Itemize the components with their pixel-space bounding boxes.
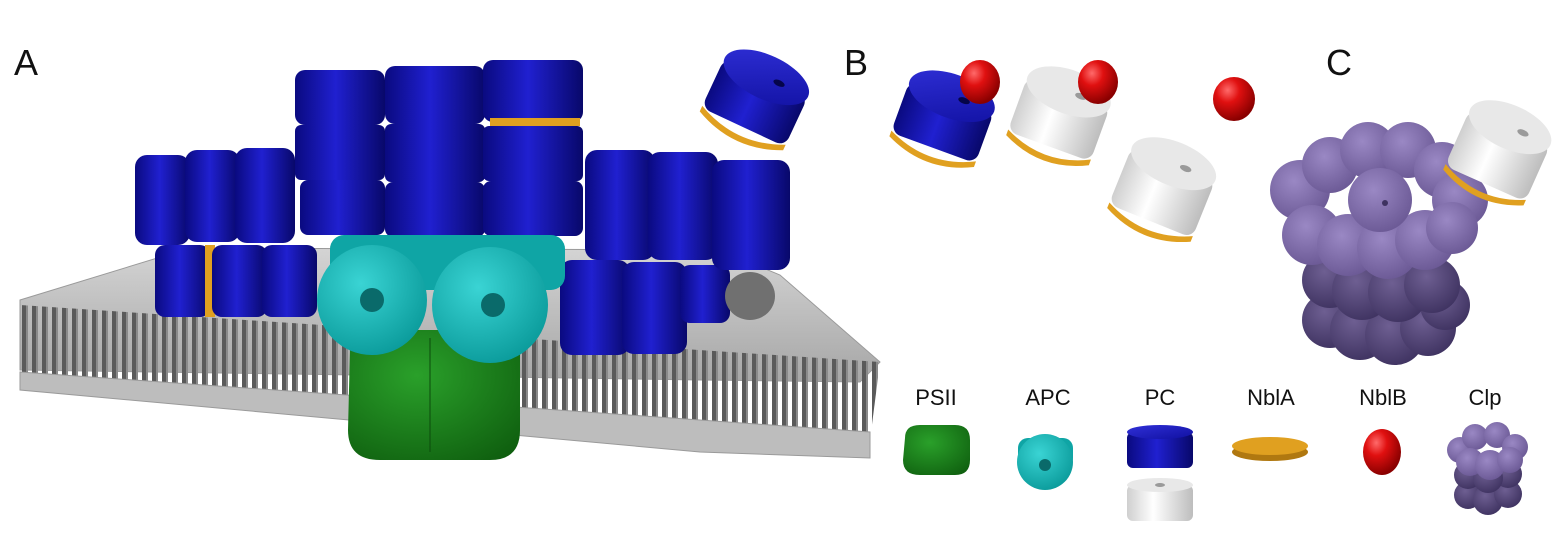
pc-rod-lower-left	[155, 245, 317, 317]
panel-a-phycobilisome	[19, 49, 881, 460]
legend-label-nbla: NblA	[1247, 385, 1295, 410]
clp-lower-ring	[1302, 252, 1470, 365]
legend-pc-icon	[1127, 425, 1193, 468]
apo-pc-docked-on-clp	[1443, 100, 1552, 206]
pc-rod-top-center	[295, 60, 583, 237]
legend-apc-icon	[1017, 434, 1073, 490]
psii-dimer	[348, 330, 520, 460]
pc-rod-upper-left	[135, 148, 295, 245]
legend-label-pc: PC	[1144, 385, 1176, 410]
legend-label-apc: APC	[1025, 385, 1071, 410]
legend-apo-pc-icon	[1127, 478, 1193, 521]
apc-core	[317, 235, 565, 363]
panel-b-label: B	[844, 42, 869, 83]
legend-icons	[903, 422, 1528, 521]
panel-b-degradation	[889, 60, 1255, 243]
detached-pc-nbla	[699, 49, 810, 151]
legend-label-nblb: NblB	[1359, 385, 1407, 410]
legend-psii-icon	[903, 425, 970, 475]
legend-label-clp: Clp	[1468, 385, 1502, 410]
panel-c-clp-protease	[1270, 100, 1552, 365]
pc-rod-lower-right	[560, 260, 775, 355]
free-nblb	[1213, 77, 1255, 121]
apo-pc-with-nbla-nblb	[1006, 60, 1118, 166]
legend-label-psii: PSII	[915, 385, 957, 410]
legend-nblb-icon	[1363, 429, 1401, 475]
pc-with-nbla-nblb	[889, 60, 1000, 168]
apo-pc-with-nbla	[1107, 137, 1217, 243]
panel-c-label: C	[1326, 42, 1352, 83]
panel-a-label: A	[14, 42, 39, 83]
legend-clp-icon	[1447, 422, 1528, 515]
pc-rod-upper-right	[585, 150, 790, 270]
legend-nbla-icon	[1232, 437, 1308, 461]
